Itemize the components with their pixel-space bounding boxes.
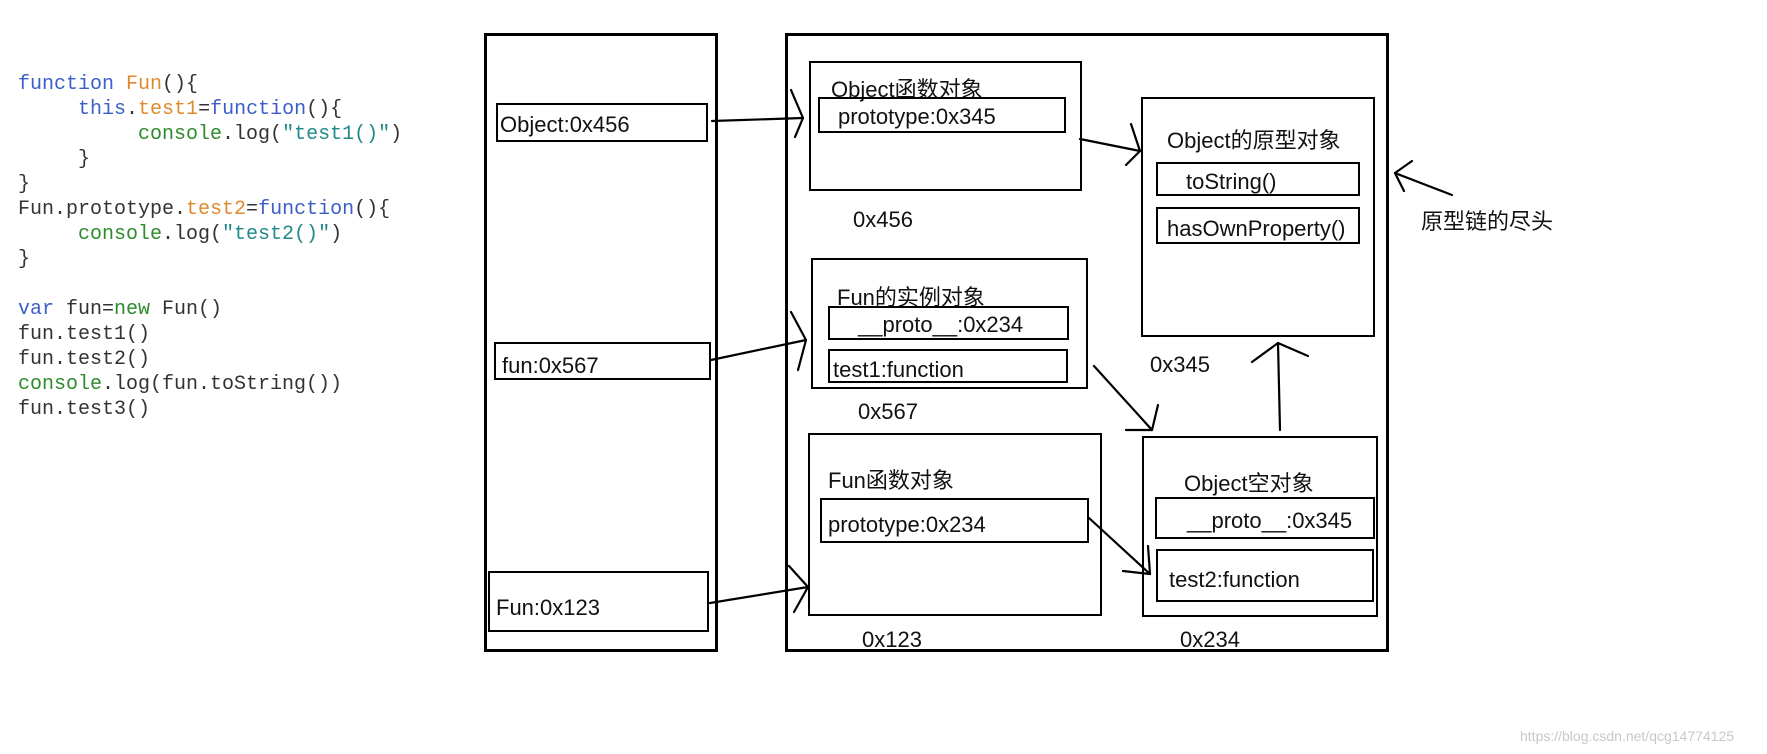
code-token: console	[18, 373, 103, 396]
code-token: test1	[138, 98, 199, 121]
code-token: =	[246, 198, 259, 221]
code-token: }	[18, 248, 31, 271]
object-proto-addr: 0x345	[1150, 352, 1210, 377]
object-proto-title: Object的原型对象	[1167, 128, 1341, 153]
object-prototype-field: prototype:0x345	[818, 97, 1066, 133]
code-token: (){	[306, 98, 343, 121]
fun-instance-method-text: test1:function	[833, 357, 964, 382]
object-empty-addr: 0x234	[1180, 627, 1240, 652]
code-line: console.log("test2()")	[18, 222, 402, 247]
arrow-fun-instance-proto-to-empty	[1092, 364, 1160, 432]
code-token: fun.test3()	[18, 398, 151, 421]
code-token: this	[78, 98, 127, 121]
code-token: function	[210, 98, 307, 121]
arrow-empty-proto-to-object-proto	[1250, 341, 1310, 432]
code-line: }	[18, 172, 402, 197]
code-line: }	[18, 247, 402, 272]
stack-fun-var-box: fun:0x567	[494, 342, 711, 380]
code-listing: function Fun(){ this.test1=function(){ c…	[18, 72, 402, 422]
object-empty-title: Object空对象	[1184, 471, 1314, 496]
object-empty-box: Object空对象	[1142, 436, 1378, 617]
code-token: fun=	[66, 298, 115, 321]
code-token: }	[18, 173, 31, 196]
fun-instance-title: Fun的实例对象	[837, 285, 985, 310]
code-token: =	[198, 98, 211, 121]
object-prototype-text: prototype:0x345	[838, 104, 996, 129]
code-line: console.log(fun.toString())	[18, 372, 402, 397]
code-token: fun.test1()	[18, 323, 151, 346]
stack-object-var: Object:0x456	[500, 112, 630, 137]
code-token: function	[258, 198, 355, 221]
prototype-chain-end-label: 原型链的尽头	[1421, 209, 1554, 234]
code-line: var fun=new Fun()	[18, 297, 402, 322]
Fun-function-addr: 0x123	[862, 627, 922, 652]
code-token: .	[126, 98, 139, 121]
arrow-Fun-var-to-Fun-func	[708, 564, 810, 614]
stack-object-var-box: Object:0x456	[496, 103, 708, 142]
code-line: this.test1=function(){	[18, 97, 402, 122]
code-line: }	[18, 147, 402, 172]
code-line: fun.test3()	[18, 397, 402, 422]
arrow-annotation-to-object-proto	[1393, 159, 1454, 197]
Fun-function-title: Fun函数对象	[828, 468, 954, 493]
object-function-addr: 0x456	[853, 207, 913, 232]
code-line: console.log("test1()")	[18, 122, 402, 147]
code-token: )	[330, 223, 343, 246]
arrow-fun-var-to-fun-instance	[709, 310, 808, 372]
code-line: function Fun(){	[18, 72, 402, 97]
code-token: var	[18, 298, 67, 321]
code-token: }	[18, 148, 91, 171]
object-proto-box: Object的原型对象	[1141, 97, 1375, 337]
fun-instance-box: Fun的实例对象	[811, 258, 1088, 389]
heap-container	[785, 33, 1389, 652]
code-token: )	[390, 123, 403, 146]
code-token: "test1()"	[282, 123, 391, 146]
object-proto-hasown-text: hasOwnProperty()	[1167, 216, 1346, 241]
fun-instance-addr: 0x567	[858, 399, 918, 424]
code-line: Fun.prototype.test2=function(){	[18, 197, 402, 222]
code-token: (){	[354, 198, 391, 221]
code-token: console	[138, 123, 223, 146]
arrow-object-prototype-to-proto	[1078, 122, 1142, 167]
stack-Fun-var: Fun:0x123	[496, 595, 600, 620]
code-token: Fun.prototype.	[18, 198, 187, 221]
fun-instance-proto-text: __proto__:0x234	[858, 312, 1024, 337]
object-proto-tostring-field: toString()	[1156, 162, 1360, 196]
code-token: .log(	[162, 223, 223, 246]
object-empty-proto-field: __proto__:0x345	[1155, 497, 1375, 539]
code-line: fun.test1()	[18, 322, 402, 347]
code-line: fun.test2()	[18, 347, 402, 372]
watermark: https://blog.csdn.net/qcg14774125	[1520, 728, 1735, 744]
code-token: function	[18, 73, 127, 96]
code-token: "test2()"	[222, 223, 331, 246]
stack-Fun-var-box: Fun:0x123	[488, 571, 709, 632]
code-token: .log(fun.toString())	[102, 373, 343, 396]
code-token: fun.test2()	[18, 348, 151, 371]
Fun-prototype-field: prototype:0x234	[820, 498, 1089, 543]
stack-container	[484, 33, 718, 652]
object-proto-hasown-field: hasOwnProperty()	[1156, 207, 1360, 244]
code-token: Fun()	[162, 298, 223, 321]
code-token: console	[78, 223, 163, 246]
code-token: test2	[186, 198, 247, 221]
fun-instance-proto-field: __proto__:0x234	[828, 306, 1069, 340]
object-proto-tostring-text: toString()	[1186, 169, 1277, 194]
arrow-Fun-prototype-to-empty	[1087, 516, 1152, 576]
object-empty-method-text: test2:function	[1169, 567, 1300, 592]
code-token: .log(	[222, 123, 283, 146]
object-empty-method-field: test2:function	[1156, 549, 1374, 602]
object-empty-proto-text: __proto__:0x345	[1187, 508, 1353, 533]
code-token: new	[114, 298, 163, 321]
stack-fun-var: fun:0x567	[502, 353, 599, 378]
arrow-object-var-to-object-func	[710, 88, 805, 139]
Fun-prototype-text: prototype:0x234	[828, 512, 986, 537]
code-token: (){	[162, 73, 199, 96]
code-token: Fun	[126, 73, 163, 96]
Fun-function-box: Fun函数对象	[808, 433, 1102, 616]
fun-instance-method-field: test1:function	[828, 349, 1068, 383]
